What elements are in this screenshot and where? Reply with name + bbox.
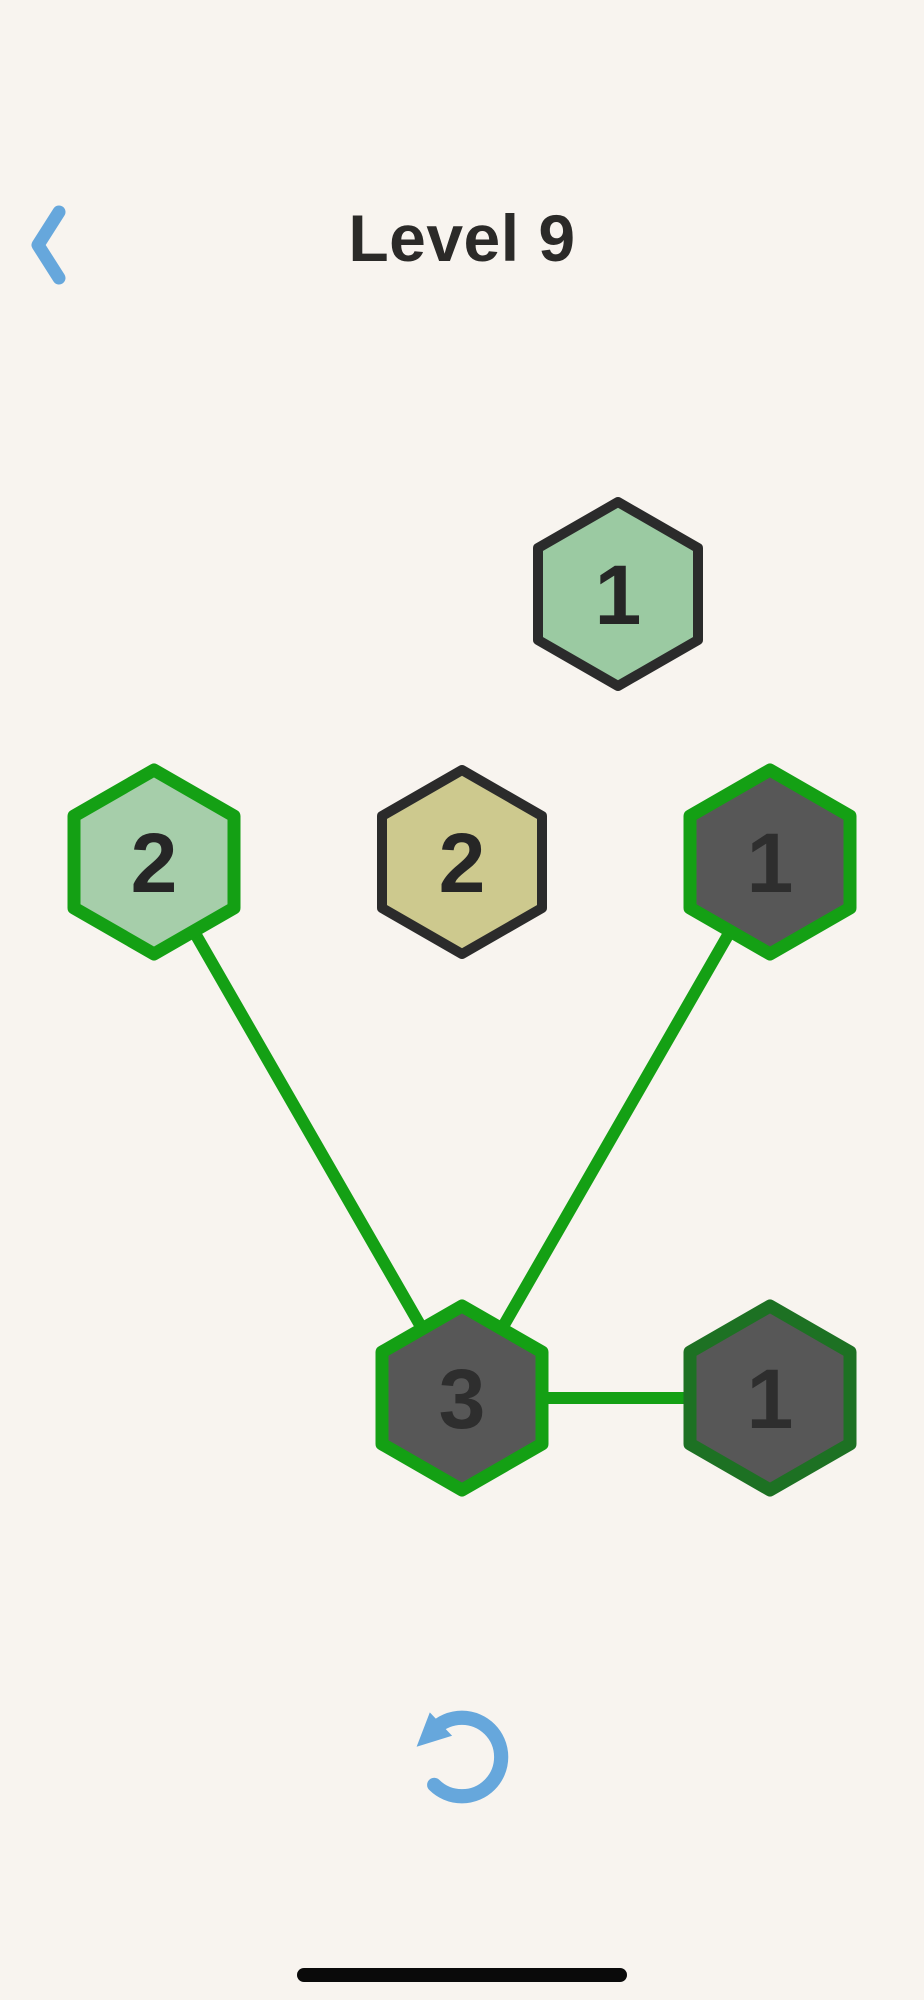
header: Level 9 — [0, 190, 924, 300]
hex-bottom-center[interactable]: 3 — [375, 1299, 549, 1497]
hexagon-label: 3 — [439, 1352, 486, 1446]
hex-top[interactable]: 1 — [533, 497, 703, 691]
undo-button[interactable] — [402, 1697, 522, 1817]
home-indicator — [297, 1968, 627, 1982]
edge-right-to-bottom-center — [456, 856, 776, 1404]
hexagon-label: 2 — [439, 816, 486, 910]
hexagon-label: 1 — [595, 548, 642, 642]
hexagon-shape[interactable] — [375, 1299, 549, 1497]
back-button[interactable] — [20, 190, 90, 300]
hex-bottom-right[interactable]: 1 — [683, 1299, 857, 1497]
hexagon-label: 1 — [747, 816, 794, 910]
hexagon-label: 1 — [747, 1352, 794, 1446]
hex-middle[interactable]: 2 — [377, 765, 547, 959]
hexagon-shape[interactable] — [683, 763, 857, 961]
hex-right[interactable]: 1 — [683, 763, 857, 961]
page-title: Level 9 — [348, 201, 576, 275]
hexagon-shape[interactable] — [377, 765, 547, 959]
hexagon-shape[interactable] — [683, 1299, 857, 1497]
hexagon-shape[interactable] — [533, 497, 703, 691]
hexagon-label: 2 — [131, 816, 178, 910]
hex-left[interactable]: 2 — [67, 763, 241, 961]
hexagon-shape[interactable] — [67, 763, 241, 961]
undo-arrow-icon — [416, 1710, 509, 1804]
chevron-left-icon — [31, 205, 66, 285]
edge-left-to-bottom-center — [148, 856, 468, 1404]
